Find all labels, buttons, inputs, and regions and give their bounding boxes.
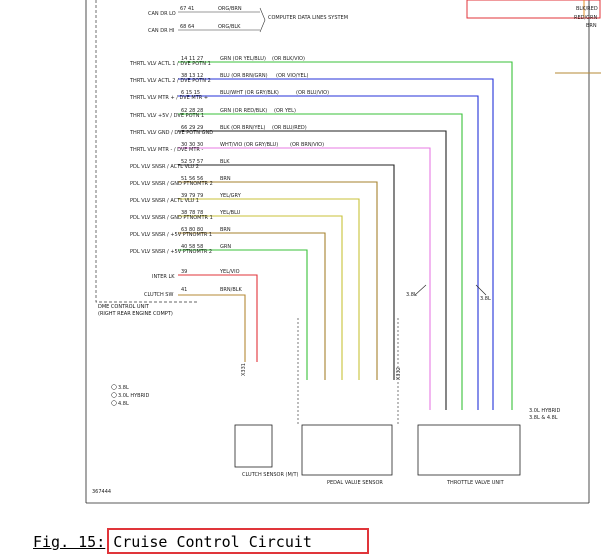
svg-text:GRN (OR YEL/BLU): GRN (OR YEL/BLU) (220, 56, 266, 62)
svg-text:ORG/BLK: ORG/BLK (218, 24, 241, 30)
left-label-15: CLUTCH SW (144, 292, 173, 298)
caption-title: Cruise Control Circuit (113, 533, 312, 551)
svg-text:39: 39 (181, 269, 187, 275)
ecu-label: DME CONTROL UNIT (98, 304, 150, 310)
svg-text:BRN: BRN (220, 176, 231, 182)
left-label-11: PDL VLV SNSR / GND PTNOMTR 1 (130, 215, 213, 221)
svg-text:38 78 78: 38 78 78 (181, 210, 203, 216)
svg-text:(OR BLU/VIO): (OR BLU/VIO) (296, 90, 329, 96)
svg-text:41: 41 (181, 287, 187, 293)
left-label-10: PDL VLV SNSR / ACTL VLU 1 (130, 198, 199, 204)
legend-0: 3.8L (118, 385, 129, 391)
left-label-6: THRTL VLV GND / DVE POTN GND (129, 130, 213, 136)
svg-text:14 11 27: 14 11 27 (181, 56, 203, 62)
svg-text:YEL/VIO: YEL/VIO (219, 269, 240, 275)
right-top-label-2: BRN (586, 23, 597, 29)
svg-text:62 28 28: 62 28 28 (181, 108, 203, 114)
svg-text:BRN/BLK: BRN/BLK (220, 287, 243, 293)
svg-text:39 79 79: 39 79 79 (181, 193, 203, 199)
right-top-box (466, 0, 601, 19)
can-hi-label: CAN DR HI (148, 28, 174, 34)
svg-text:(OR BLU/RED): (OR BLU/RED) (272, 125, 307, 131)
can-lo-label: CAN DR LO (148, 11, 176, 17)
throttle-unit-title: THROTTLE VALVE UNIT (446, 480, 505, 486)
pedal-sensor-title: PEDAL VALUE SENSOR (327, 480, 383, 486)
left-label-7: THRTL VLV MTR - / DVE MTR - (129, 147, 203, 153)
pedal-sensor-box (301, 424, 393, 476)
svg-text:63 80 80: 63 80 80 (181, 227, 203, 233)
svg-text:BLU/WHT (OR GRY/BLK): BLU/WHT (OR GRY/BLK) (220, 90, 279, 96)
svg-text:(OR BLK/VIO): (OR BLK/VIO) (272, 56, 305, 62)
svg-text:GRN: GRN (220, 244, 231, 250)
left-label-4: THRTL VLV MTR + / DVE MTR + (129, 95, 208, 101)
left-label-14: INTER LK (152, 274, 175, 280)
svg-text:BLU (OR BRN/GRN): BLU (OR BRN/GRN) (220, 73, 268, 79)
left-label-8: PDL VLV SNSR / ACTL VLU 2 (130, 164, 199, 170)
svg-text:X332: X332 (396, 367, 402, 380)
left-label-3: THRTL VLV ACTL 2 / DVE POTN 2 (129, 78, 211, 84)
svg-text:BLK (OR BRN/YEL): BLK (OR BRN/YEL) (220, 125, 265, 131)
svg-text:ORG/BRN: ORG/BRN (218, 6, 242, 12)
svg-text:(OR YEL): (OR YEL) (274, 108, 296, 114)
svg-text:BLK: BLK (220, 159, 230, 165)
ecu-box (95, 0, 197, 303)
legend-2: 4.8L (118, 401, 129, 407)
svg-text:YEL/GRY: YEL/GRY (219, 193, 242, 199)
left-label-12: PDL VLV SNSR / +5V PTNOMTR 1 (130, 232, 212, 238)
left-label-5: THRTL VLV +5V / DVE POTN 1 (129, 113, 204, 119)
figure-caption: Fig. 15: Cruise Control Circuit (33, 528, 369, 554)
legend-1: 3.0L HYBRID (118, 393, 150, 399)
throttle-unit-box (417, 424, 521, 476)
svg-text:(OR VIO/YEL): (OR VIO/YEL) (276, 73, 308, 79)
right-top-label-1: RED/GRN (574, 15, 598, 21)
clutch-sensor-title: CLUTCH SENSOR (M/T) (242, 472, 299, 478)
svg-text:X331: X331 (241, 363, 247, 376)
left-label-13: PDL VLV SNSR / +5V PTNOMTR 2 (130, 249, 212, 255)
svg-text:38 13 12: 38 13 12 (181, 73, 203, 79)
svg-text:67 41: 67 41 (180, 6, 194, 12)
tag-0: 3.8L (406, 292, 417, 298)
svg-text:30 30 30: 30 30 30 (181, 142, 203, 148)
svg-text:66 29 29: 66 29 29 (181, 125, 203, 131)
tag-1: 3.8L (480, 296, 491, 302)
ecu-location: (RIGHT REAR ENGINE COMPT) (98, 311, 173, 317)
svg-text:YEL/BLU: YEL/BLU (219, 210, 241, 216)
svg-text:WHT/VIO (OR GRY/BLU): WHT/VIO (OR GRY/BLU) (220, 142, 278, 148)
svg-text:6 15 15: 6 15 15 (181, 90, 200, 96)
svg-text:3.0L HYBRID: 3.0L HYBRID (529, 408, 561, 414)
computer-data-label: COMPUTER DATA LINES SYSTEM (268, 15, 348, 21)
right-top-label-0: BLK/RED (576, 6, 598, 12)
left-label-9: PDL VLV SNSR / GND PTNOMTR 2 (130, 181, 213, 187)
figure-number: 367444 (92, 489, 111, 495)
caption-title-box: Cruise Control Circuit (107, 528, 369, 554)
svg-text:51 56 56: 51 56 56 (181, 176, 203, 182)
svg-text:3.8L & 4.8L: 3.8L & 4.8L (529, 415, 558, 421)
wire-group (178, 61, 513, 410)
caption-prefix: Fig. 15: (33, 533, 106, 551)
svg-text:(OR BRN/VIO): (OR BRN/VIO) (290, 142, 324, 148)
left-label-2: THRTL VLV ACTL 1 / DVE POTN 1 (129, 61, 211, 67)
svg-text:68 64: 68 64 (180, 24, 194, 30)
svg-text:GRN (OR RED/BLK): GRN (OR RED/BLK) (220, 108, 267, 114)
clutch-sensor-box (234, 424, 273, 468)
svg-text:40 58 58: 40 58 58 (181, 244, 203, 250)
svg-text:BRN: BRN (220, 227, 231, 233)
svg-text:52 57 57: 52 57 57 (181, 159, 203, 165)
